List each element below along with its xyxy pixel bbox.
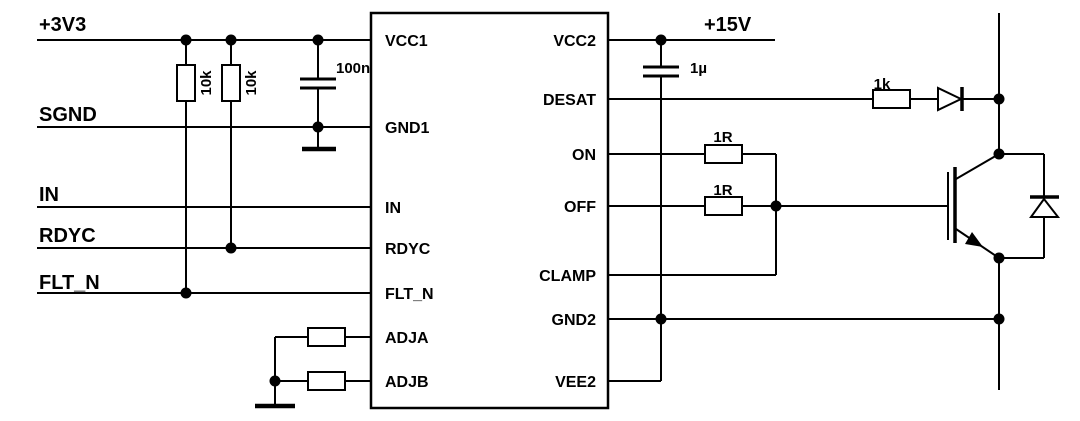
pin-label-off: OFF — [564, 199, 596, 216]
net-label-sgnd: SGND — [39, 104, 97, 126]
value-label-1r-on: 1R — [713, 129, 732, 146]
pin-label-vcc2: VCC2 — [553, 33, 596, 50]
clamp-branch — [608, 206, 777, 276]
resistor-1r-off — [704, 196, 743, 216]
resistor-10k-rdyc — [221, 40, 241, 248]
capacitor-1u — [643, 40, 679, 381]
igbt-collector-lead — [955, 153, 1000, 180]
net-label-15v: +15V — [704, 14, 752, 36]
ground-symbol-adj — [255, 337, 295, 409]
desat-diode — [937, 86, 964, 112]
pin-label-adja: ADJA — [385, 330, 429, 347]
pin-label-clamp: CLAMP — [539, 268, 596, 285]
desat-branch — [608, 86, 999, 112]
pin-label-gnd1: GND1 — [385, 120, 430, 137]
pin-label-fltn: FLT_N — [385, 286, 434, 303]
net-label-rdyc: RDYC — [39, 225, 96, 247]
on-branch — [608, 144, 777, 206]
resistor-adjb — [275, 371, 371, 391]
pin-label-rdyc: RDYC — [385, 241, 431, 258]
junction-dots — [180, 34, 1005, 387]
resistor-adja — [275, 327, 371, 347]
value-label-1k: 1k — [874, 76, 891, 93]
freewheel-diode-branch — [999, 153, 1061, 259]
net-label-3v3: +3V3 — [39, 14, 86, 36]
value-label-10k-2: 10k — [243, 70, 260, 96]
value-label-100n: 100n — [336, 60, 370, 77]
pin-label-vcc1: VCC1 — [385, 33, 428, 50]
diode-triangle — [1029, 197, 1061, 218]
igbt-emitter-arrow — [965, 232, 983, 247]
net-label-fltn: FLT_N — [39, 272, 100, 294]
pin-label-in: IN — [385, 200, 401, 217]
capacitor-100n — [300, 40, 336, 148]
pin-label-desat: DESAT — [543, 92, 596, 109]
net-label-in: IN — [39, 184, 59, 206]
value-label-10k-1: 10k — [198, 70, 215, 96]
pin-label-on: ON — [572, 147, 596, 164]
resistor-10k-fltn — [176, 40, 196, 293]
value-label-1r-off: 1R — [713, 182, 732, 199]
resistor-1r-on — [704, 144, 743, 164]
pin-label-gnd2: GND2 — [552, 312, 597, 329]
pin-label-vee2: VEE2 — [555, 374, 596, 391]
igbt — [947, 153, 1000, 259]
ic-gate-driver — [369, 11, 610, 410]
value-label-1u: 1µ — [690, 60, 707, 77]
pin-label-adjb: ADJB — [385, 374, 429, 391]
